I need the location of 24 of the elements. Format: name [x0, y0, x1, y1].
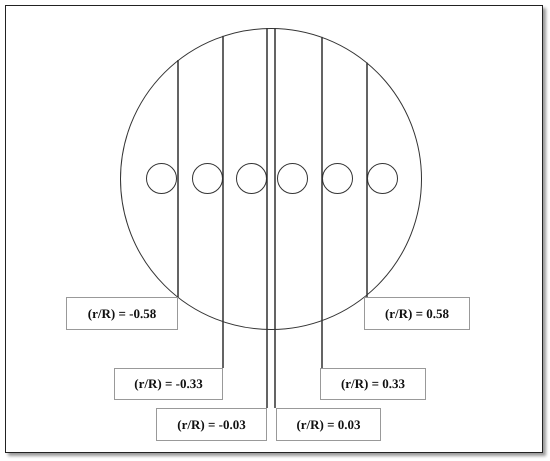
hole-circle: [192, 163, 223, 194]
radial-position-line: [177, 60, 179, 297]
position-label: (r/R) = 0.33: [340, 376, 406, 392]
label-box: [276, 408, 381, 441]
label-box: [364, 297, 470, 330]
position-label: (r/R) = -0.33: [134, 376, 203, 392]
label-box: [156, 408, 267, 441]
hole-circle: [322, 163, 353, 194]
position-label: (r/R) = 0.03: [296, 416, 361, 432]
position-label: (r/R) = -0.03: [177, 416, 246, 432]
hole-circle: [236, 163, 267, 194]
hole-circle: [277, 163, 308, 194]
radial-position-line: [321, 36, 323, 368]
position-label: (r/R) = -0.58: [88, 306, 156, 322]
hole-circle: [146, 163, 177, 194]
radial-position-line: [366, 62, 368, 297]
radial-position-line: [222, 36, 224, 368]
label-box: [114, 368, 223, 400]
radial-position-line: [266, 28, 268, 408]
label-box: [66, 297, 178, 330]
radial-position-line: [274, 28, 276, 408]
label-box: [320, 368, 426, 400]
position-label: (r/R) = 0.58: [384, 306, 450, 322]
hole-circle: [367, 163, 398, 194]
